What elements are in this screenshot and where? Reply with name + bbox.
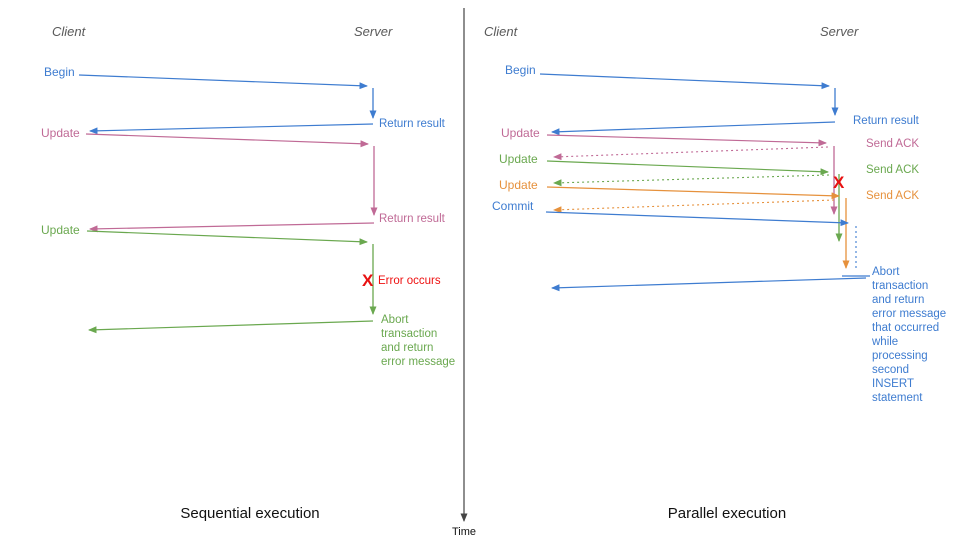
right-begin-label: Begin bbox=[505, 63, 536, 77]
time-axis-label: Time bbox=[451, 526, 477, 538]
left-begin-request-line bbox=[78, 74, 368, 90]
left-return2-label: Return result bbox=[379, 213, 445, 225]
left-abort-label: Abort transaction and return error messa… bbox=[381, 314, 456, 368]
right-abort-return-line bbox=[551, 277, 867, 292]
left-server-header: Server bbox=[354, 24, 393, 39]
left-update1-request-line bbox=[85, 133, 369, 148]
left-error-label: Error occurs bbox=[378, 275, 441, 287]
right-update1-request-line bbox=[546, 134, 827, 147]
right-return1-line bbox=[551, 121, 836, 136]
left-return1-label: Return result bbox=[379, 118, 445, 130]
left-begin-label: Begin bbox=[44, 65, 75, 79]
right-update3-request-line bbox=[546, 186, 840, 200]
left-error-x-icon: X bbox=[362, 271, 374, 290]
right-ack1-line bbox=[553, 146, 829, 161]
right-ack3-label: Send ACK bbox=[866, 190, 920, 202]
left-update1-label: Update bbox=[41, 126, 80, 140]
right-caption: Parallel execution bbox=[667, 505, 787, 522]
right-server-header: Server bbox=[820, 24, 859, 39]
right-begin-request-line bbox=[539, 73, 830, 90]
left-return2-line bbox=[89, 222, 375, 233]
right-return1-label: Return result bbox=[853, 115, 919, 127]
right-client-header: Client bbox=[484, 24, 518, 39]
left-update2-label: Update bbox=[41, 223, 80, 237]
right-commit-label: Commit bbox=[492, 199, 534, 213]
left-return1-line bbox=[89, 123, 374, 135]
right-ack2-line bbox=[553, 174, 830, 187]
right-commit-request-line bbox=[545, 211, 849, 227]
right-update1-label: Update bbox=[501, 126, 540, 140]
left-abort-return-line bbox=[88, 320, 374, 334]
right-ack1-label: Send ACK bbox=[866, 138, 920, 150]
right-error-x-icon: X bbox=[833, 173, 845, 192]
left-caption: Sequential execution bbox=[180, 505, 320, 522]
left-update2-request-line bbox=[86, 230, 368, 246]
right-ack3-line bbox=[553, 199, 835, 214]
right-ack2-label: Send ACK bbox=[866, 164, 920, 176]
left-client-header: Client bbox=[52, 24, 86, 39]
right-update2-label: Update bbox=[499, 152, 538, 166]
right-update2-request-line bbox=[546, 160, 829, 176]
right-update3-label: Update bbox=[499, 178, 538, 192]
right-abort-label: Abort transaction and return error messa… bbox=[872, 266, 947, 404]
